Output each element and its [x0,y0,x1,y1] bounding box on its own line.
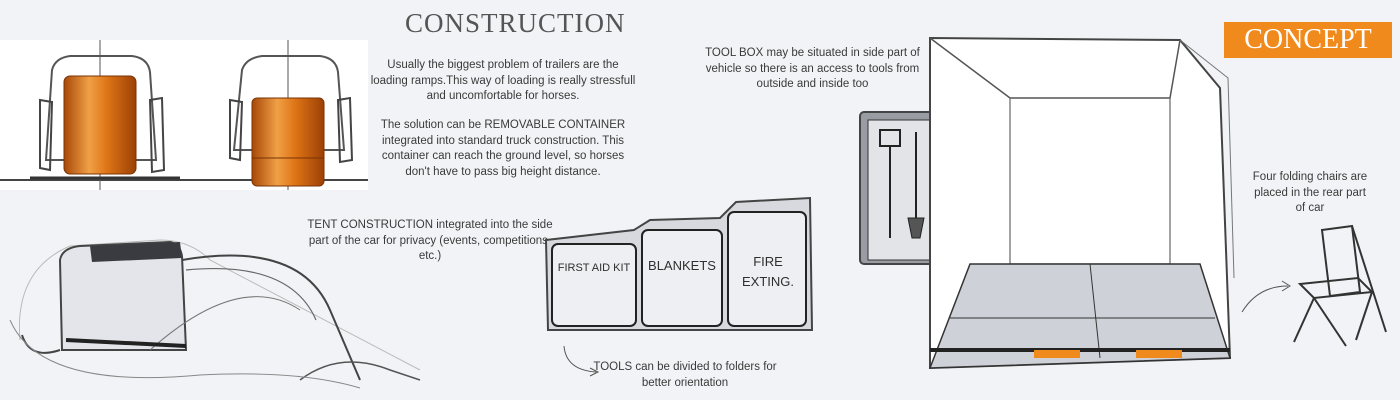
concept-badge: CONCEPT [1224,22,1392,58]
tent-vehicle-sketch [9,239,421,389]
arrow-icon [563,345,600,377]
tent-construction-text: TENT CONSTRUCTION integrated into the si… [307,219,553,262]
truck-front-views-panel [0,40,368,190]
folding-chair-sketch [1293,224,1387,347]
blankets-label: BLANKETS [648,258,716,273]
tools-folders-text: TOOLS can be divided to folders for bett… [593,361,777,389]
rear-interior-panel [910,28,1240,400]
folding-chairs-text: Four folding chairs are placed in the re… [1252,171,1368,214]
fire-extinguisher-label: FIRE EXTING. [741,254,794,289]
rear-interior-sketch [928,36,1235,370]
tent-construction-panel [0,200,560,400]
arrow-icon [1241,280,1291,313]
truck-front-views-sketch [0,40,368,190]
first-aid-kit-label: FIRST AID KIT [557,262,631,274]
construction-title: CONSTRUCTION [405,8,626,38]
loading-problem-text: Usually the biggest problem of trailers … [370,59,636,102]
container-solution-text: The solution can be REMOVABLE CONTAINER … [380,119,626,178]
storage-cabinet-panel: FIRST AID KIT BLANKETS FIRE EXTING. [540,190,830,350]
cabinet-sketch [544,196,814,331]
tool-box-text: TOOL BOX may be situated in side part of… [705,47,920,90]
